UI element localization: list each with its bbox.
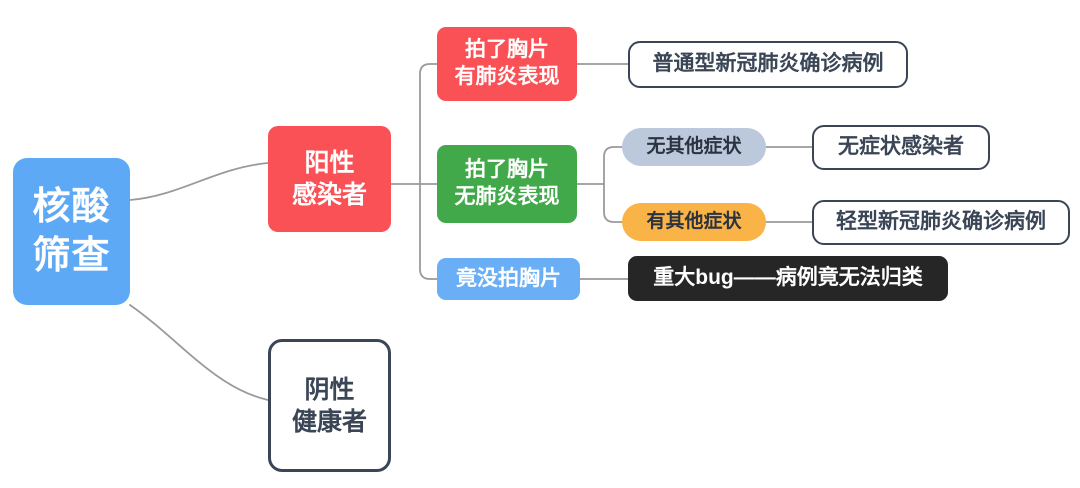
node-has-other-symptoms[interactable]: 有其他症状 <box>622 203 766 241</box>
node-negative-label-line2: 健康者 <box>291 407 367 436</box>
edge-root-to-positive <box>129 162 269 201</box>
node-positive-infected[interactable]: 阳性 感染者 <box>268 126 391 232</box>
node-xray-no-pneumonia[interactable]: 拍了胸片 无肺炎表现 <box>437 145 577 223</box>
node-no-other-symptoms[interactable]: 无其他症状 <box>622 128 766 166</box>
node-mild-confirmed-case[interactable]: 轻型新冠肺炎确诊病例 <box>812 200 1070 245</box>
node-asymptomatic-carrier[interactable]: 无症状感染者 <box>812 125 990 170</box>
node-xray-no-pneumonia-line2: 无肺炎表现 <box>454 185 560 208</box>
node-negative-healthy[interactable]: 阴性 健康者 <box>268 339 391 472</box>
node-mild-confirmed-case-label: 轻型新冠肺炎确诊病例 <box>836 210 1046 234</box>
node-major-bug-label: 重大bug——病例竟无法归类 <box>653 266 923 290</box>
node-no-xray-taken[interactable]: 竟没拍胸片 <box>437 258 580 300</box>
edge-green-to-has-other-symptoms <box>603 183 623 223</box>
node-major-bug[interactable]: 重大bug——病例竟无法归类 <box>628 256 948 301</box>
edge-green-to-no-other-symptoms <box>603 146 623 185</box>
node-root-label-line2: 筛查 <box>32 234 111 277</box>
edge-positive-to-xray-pneumonia <box>419 63 438 185</box>
node-no-other-symptoms-label: 无其他症状 <box>646 135 742 157</box>
node-no-xray-taken-label: 竟没拍胸片 <box>456 266 561 290</box>
node-xray-with-pneumonia-line2: 有肺炎表现 <box>454 65 560 88</box>
node-root-label-line1: 核酸 <box>32 185 111 228</box>
node-xray-with-pneumonia-line1: 拍了胸片 <box>465 38 549 62</box>
node-positive-label-line2: 感染者 <box>291 181 367 209</box>
node-positive-label-line1: 阳性 <box>304 149 355 177</box>
edge-positive-to-no-xray <box>419 183 438 280</box>
node-root-screening[interactable]: 核酸 筛查 <box>13 158 130 305</box>
node-xray-no-pneumonia-line1: 拍了胸片 <box>465 158 549 182</box>
node-xray-with-pneumonia[interactable]: 拍了胸片 有肺炎表现 <box>437 27 577 101</box>
node-ordinary-confirmed-case[interactable]: 普通型新冠肺炎确诊病例 <box>628 41 908 88</box>
edge-root-to-negative <box>129 304 269 401</box>
node-negative-label-line1: 阴性 <box>304 375 355 404</box>
node-has-other-symptoms-label: 有其他症状 <box>646 210 742 232</box>
node-ordinary-confirmed-case-label: 普通型新冠肺炎确诊病例 <box>652 52 884 76</box>
node-asymptomatic-carrier-label: 无症状感染者 <box>838 135 964 159</box>
